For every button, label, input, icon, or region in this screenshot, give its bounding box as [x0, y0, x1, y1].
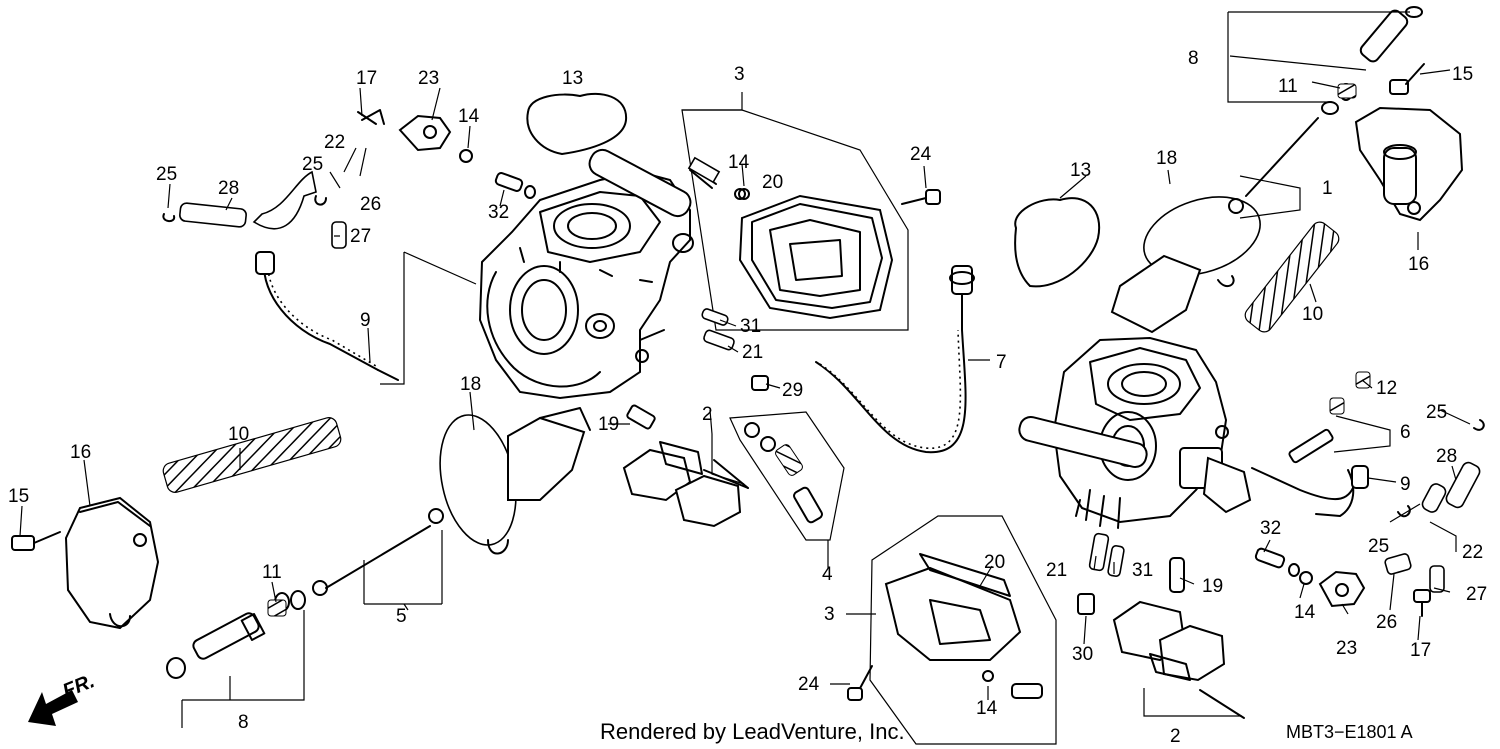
callout-29-center: 29 — [782, 380, 803, 401]
callout-13-right: 13 — [1070, 160, 1091, 181]
callout-23-left: 23 — [418, 68, 439, 89]
callout-10-right: 10 — [1302, 304, 1323, 325]
callout-25-far-left: 25 — [156, 164, 177, 185]
callout-15-right: 15 — [1452, 64, 1473, 85]
choke-cable-right — [1251, 465, 1369, 517]
callout-6-right: 6 — [1400, 422, 1411, 443]
choke-cable-left — [255, 251, 399, 381]
callout-28-left: 28 — [218, 178, 239, 199]
vacuum-diaphragm-right — [1110, 196, 1261, 334]
front-direction-label: FR. — [60, 670, 98, 702]
leader-lines — [19, 11, 1471, 728]
vacuum-diaphragm-left — [439, 407, 591, 555]
callout-31-center: 31 — [740, 316, 761, 337]
callout-14-bottom: 14 — [976, 698, 998, 719]
front-direction-arrow-icon — [28, 690, 78, 726]
callout-1-right: 1 — [1322, 178, 1333, 199]
callout-18-right: 18 — [1156, 148, 1177, 169]
float-chamber-assembly-top — [681, 109, 909, 331]
jet-needle-right — [1228, 117, 1319, 214]
needle-holder-left — [166, 590, 306, 679]
callout-labels: 17 23 13 3 14 22 25 25 28 26 32 27 14 20… — [8, 48, 1487, 747]
callout-25-right-lower: 25 — [1368, 536, 1389, 557]
fuel-hose-left — [179, 170, 317, 230]
callout-25-right: 25 — [1426, 402, 1447, 423]
render-credit: Rendered by LeadVenture, Inc. — [600, 719, 905, 744]
callout-11-left: 11 — [262, 562, 282, 583]
callout-5-left: 5 — [396, 606, 407, 627]
callout-7-center: 7 — [996, 352, 1007, 373]
callout-18-left: 18 — [460, 374, 481, 395]
callout-14-top: 14 — [728, 152, 750, 173]
callout-17-left: 17 — [356, 68, 377, 89]
float-pair-center — [622, 441, 749, 528]
small-parts — [11, 63, 1485, 701]
callout-3-top: 3 — [734, 64, 745, 85]
callout-8-left: 8 — [238, 712, 249, 733]
callout-19-bottom: 19 — [1202, 576, 1223, 597]
callout-22-left: 22 — [324, 132, 345, 153]
diagram-code: MBT3−E1801 A — [1286, 722, 1413, 742]
callout-23-right: 23 — [1336, 638, 1357, 659]
callout-16-right: 16 — [1408, 254, 1429, 275]
callout-28-right: 28 — [1436, 446, 1457, 467]
callout-20-top: 20 — [762, 172, 783, 193]
callout-8-right: 8 — [1188, 48, 1199, 69]
float-chamber-assembly-bottom — [869, 515, 1057, 745]
callout-12-right: 12 — [1376, 378, 1397, 399]
callout-24-top: 24 — [910, 144, 932, 165]
callout-14-left: 14 — [458, 106, 480, 127]
callout-25-left: 25 — [302, 154, 323, 175]
callout-27-left: 27 — [350, 226, 371, 247]
callout-14-right: 14 — [1294, 602, 1316, 623]
spring-left — [162, 417, 342, 493]
callout-32-left: 32 — [488, 202, 509, 223]
top-cover-left — [64, 496, 160, 630]
callout-15-left: 15 — [8, 486, 29, 507]
callout-10-left: 10 — [228, 424, 249, 445]
carburetor-body-right — [1018, 336, 1252, 529]
callout-16-left: 16 — [70, 442, 91, 463]
callout-19-center: 19 — [598, 414, 619, 435]
choke-cable-center — [815, 265, 975, 454]
callout-20-bottom: 20 — [984, 552, 1005, 573]
callout-9-right: 9 — [1400, 474, 1411, 495]
callout-21-center: 21 — [742, 342, 763, 363]
callout-32-right: 32 — [1260, 518, 1281, 539]
callout-3-bottom: 3 — [824, 604, 835, 625]
needle-holder-right — [1321, 6, 1423, 115]
callout-24-bottom: 24 — [798, 674, 820, 695]
callout-17-right: 17 — [1410, 640, 1431, 661]
callout-21-bottom: 21 — [1046, 560, 1067, 581]
callout-9-left: 9 — [360, 310, 371, 331]
callout-27-right: 27 — [1466, 584, 1487, 605]
callout-13-left: 13 — [562, 68, 583, 89]
callout-11-right: 11 — [1278, 76, 1298, 97]
callout-30-bottom: 30 — [1072, 644, 1093, 665]
carburetor-body-left — [478, 148, 694, 400]
callout-26-left: 26 — [360, 194, 381, 215]
callout-22-right: 22 — [1462, 542, 1483, 563]
callout-4-center: 4 — [822, 564, 833, 585]
callout-2-bottom: 2 — [1170, 726, 1181, 747]
spring-right — [1244, 221, 1340, 333]
fuel-hose-right — [1421, 461, 1481, 513]
top-cover-right — [1354, 106, 1464, 222]
float-pair-bottom — [1112, 600, 1245, 719]
callout-26-right: 26 — [1376, 612, 1397, 633]
callout-2-center: 2 — [702, 404, 713, 425]
callout-31-bottom: 31 — [1132, 560, 1153, 581]
jet-needle-left — [312, 508, 444, 596]
